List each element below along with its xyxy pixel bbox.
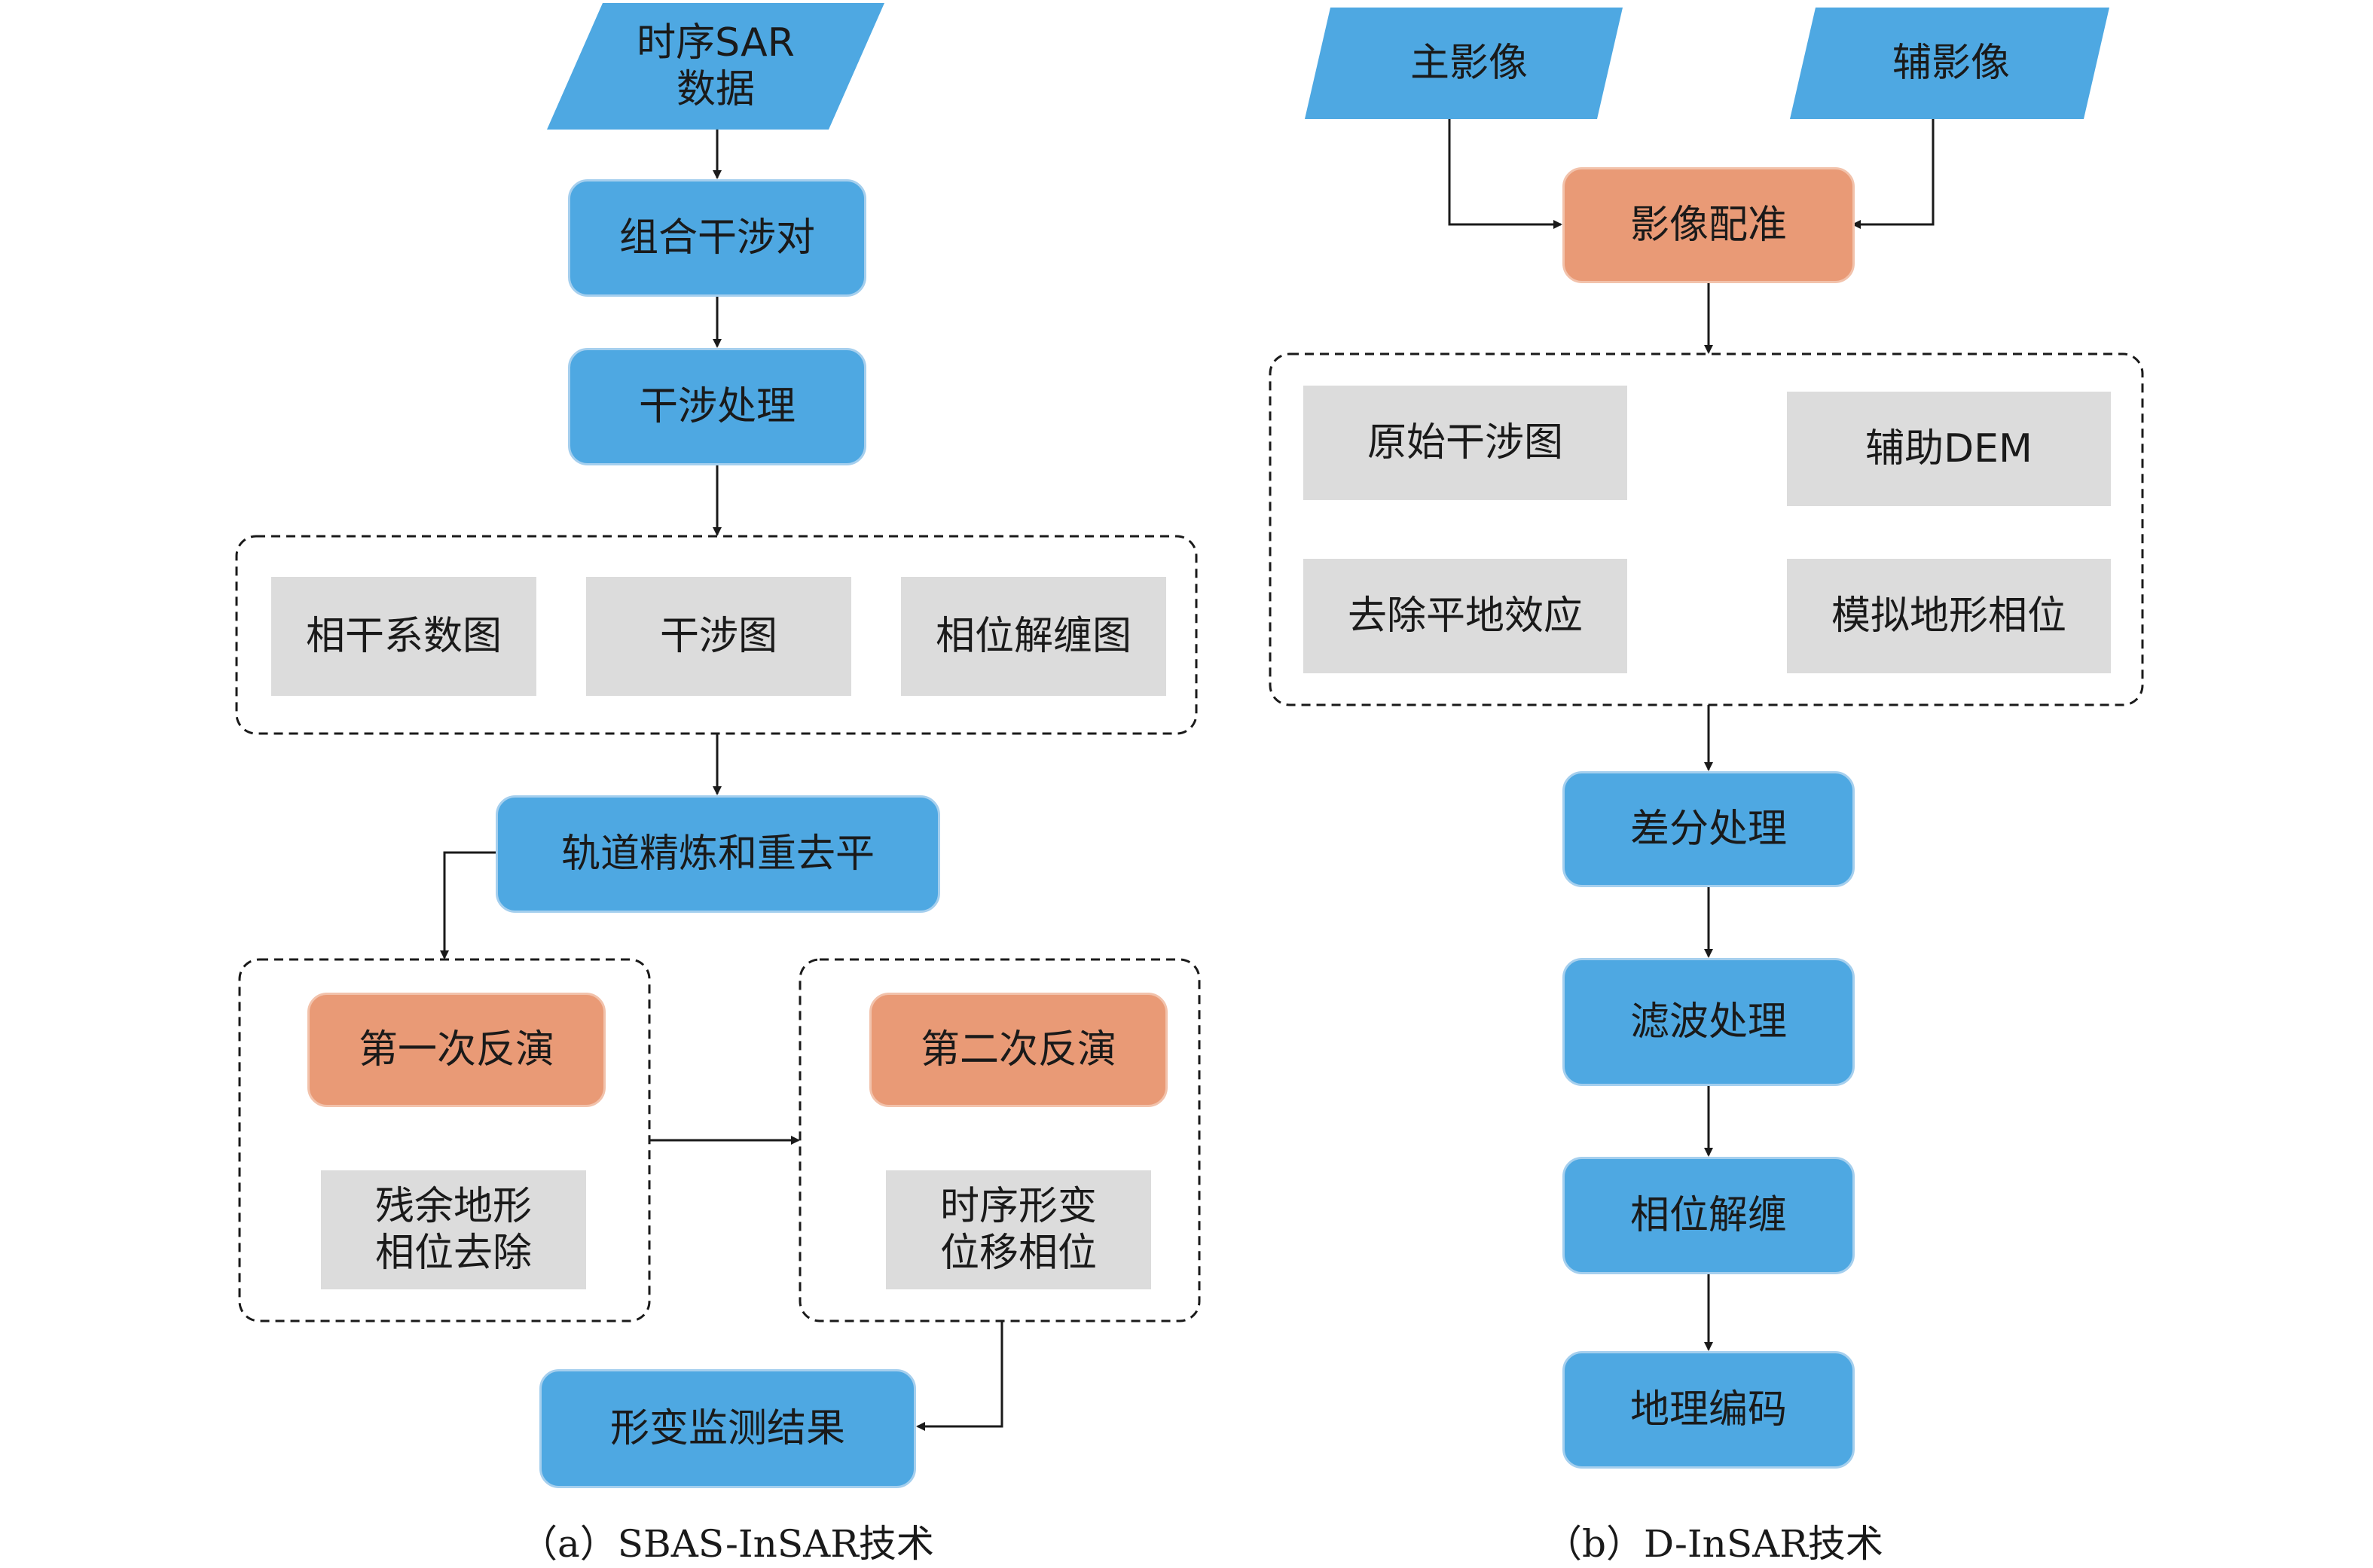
pairs-node: 组合干涉对 bbox=[568, 179, 866, 297]
slave-node: 辅影像 bbox=[1892, 40, 2010, 86]
flat-removal-node: 去除平地效应 bbox=[1303, 559, 1627, 673]
timeseries-node: 时序形变 位移相位 bbox=[886, 1170, 1151, 1289]
residual-node: 残余地形 相位去除 bbox=[321, 1170, 586, 1289]
aux-dem-node: 辅助DEM bbox=[1787, 392, 2111, 506]
slave-shape bbox=[1790, 8, 2109, 119]
raw-interferogram-node: 原始干涉图 bbox=[1303, 386, 1627, 500]
output-interferogram-node: 干涉图 bbox=[586, 577, 851, 696]
result-node: 形变监测结果 bbox=[539, 1369, 916, 1488]
arrow-master-to-registration bbox=[1448, 119, 1562, 229]
left-input-shape bbox=[547, 3, 884, 130]
left-caption: （a）SBAS-InSAR技术 bbox=[520, 1522, 934, 1566]
arrow-slave-to-registration bbox=[1852, 119, 1935, 229]
sim-topo-node: 模拟地形相位 bbox=[1787, 559, 2111, 673]
second-inversion-group bbox=[799, 958, 1201, 1322]
arrow-second-to-result bbox=[916, 1321, 1003, 1431]
geocoding-node: 地理编码 bbox=[1562, 1351, 1855, 1469]
differential-node: 差分处理 bbox=[1562, 771, 1855, 887]
left-input-node: 时序SAR 数据 bbox=[637, 20, 795, 112]
registration-node: 影像配准 bbox=[1562, 167, 1855, 283]
unwrapping-node: 相位解缠 bbox=[1562, 1157, 1855, 1274]
master-shape bbox=[1305, 8, 1623, 119]
output-coherence-node: 相干系数图 bbox=[271, 577, 536, 696]
arrow-orbit-to-first-inversion bbox=[440, 851, 496, 959]
master-node: 主影像 bbox=[1409, 40, 1528, 86]
orbit-node: 轨道精炼和重去平 bbox=[496, 795, 940, 913]
right-caption: （b）D-InSAR技术 bbox=[1544, 1522, 1883, 1566]
output-unwrapped-node: 相位解缠图 bbox=[901, 577, 1166, 696]
second-inversion-node: 第二次反演 bbox=[869, 993, 1168, 1107]
interferometric-node: 干涉处理 bbox=[568, 348, 866, 465]
filtering-node: 滤波处理 bbox=[1562, 958, 1855, 1086]
first-inversion-node: 第一次反演 bbox=[307, 993, 606, 1107]
